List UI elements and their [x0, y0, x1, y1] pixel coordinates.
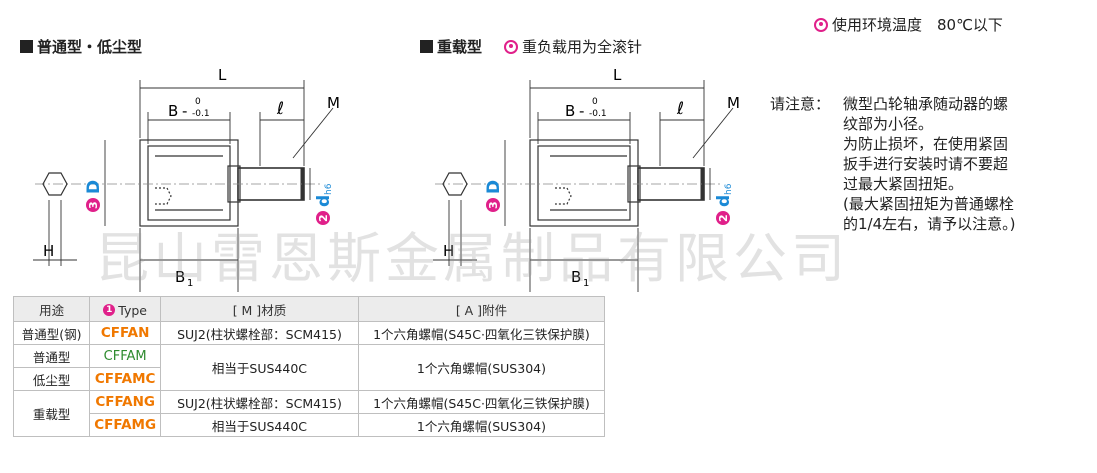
material-cell: 相当于SUS440C — [160, 344, 359, 391]
svg-text:-: - — [182, 102, 187, 120]
heavy-note-text: 重负载用为全滚针 — [522, 38, 643, 56]
header-type: 1 Type — [89, 296, 162, 322]
d-number-badge: 2 — [317, 214, 330, 222]
temperature-note: 使用环境温度 80℃以下 — [814, 14, 1003, 35]
accessory-cell: 1个六角螺帽(SUS304) — [357, 344, 606, 391]
material-cell: 相当于SUS440C — [160, 413, 359, 437]
accessory-cell: 1个六角螺帽(SUS304) — [357, 413, 606, 437]
table-row: 重载型 CFFANG SUJ2(柱状螺栓部：SCM415) 1个六角螺帽(S45… — [12, 390, 606, 437]
dim-d-label: d — [714, 195, 734, 207]
dim-B-upper-tol: 0 — [592, 97, 598, 107]
header-accessory: [ A ]附件 — [357, 296, 606, 322]
dim-B-lower-tol: -0.1 — [589, 109, 607, 119]
usage-cell: 普通型(钢) — [12, 321, 91, 345]
notice-line: (最大紧固扭矩为普通螺栓 — [843, 195, 1014, 213]
dim-d-tolerance: h6 — [324, 183, 334, 195]
standard-section-title: 普通型・低尘型 — [20, 36, 142, 57]
dim-B1-subscript: 1 — [583, 278, 589, 289]
header-usage: 用途 — [12, 296, 91, 322]
table-row: CFFAMG 相当于SUS440C 1个六角螺帽(SUS304) — [14, 413, 606, 437]
dim-d-tolerance: h6 — [724, 183, 734, 195]
hex-socket-icon — [42, 172, 68, 196]
notice-body: 微型凸轮轴承随动器的螺 纹部为小径。 为防止损坏，在使用紧固 扳手进行安装时请不… — [843, 94, 1053, 234]
notice-line: 微型凸轮轴承随动器的螺 — [843, 95, 1009, 113]
dim-M-label: M — [327, 94, 340, 112]
dim-D-label: D — [84, 180, 104, 194]
standard-title-text: 普通型・低尘型 — [37, 38, 143, 56]
notice-line: 扳手进行安装时请不要超 — [843, 155, 1009, 173]
square-bullet-icon — [420, 40, 433, 53]
dim-H-label: H — [43, 242, 54, 260]
dim-H-label: H — [443, 242, 454, 260]
material-cell: SUJ2(柱状螺栓部：SCM415) — [160, 321, 359, 345]
notice-line: 为防止损坏，在使用紧固 — [843, 135, 1009, 153]
dim-L-label: L — [218, 66, 227, 84]
dim-B1-label: B — [571, 268, 581, 286]
svg-text:-: - — [579, 102, 584, 120]
heavy-cam-follower-drawing: L B - 0 -0.1 ℓ M 3 D 2 d h6 H B 1 — [433, 66, 740, 292]
dim-B-upper-tol: 0 — [195, 97, 201, 107]
notice-label: 请注意： — [770, 95, 831, 113]
material-cell: SUJ2(柱状螺栓部：SCM415) — [160, 390, 359, 414]
pin-icon — [814, 17, 828, 32]
dim-D-label: D — [484, 180, 504, 194]
notice-line: 的1/4左右，请予以注意。) — [843, 215, 1016, 233]
type-cell: CFFAM — [89, 344, 162, 368]
dim-B-label: B — [565, 102, 575, 120]
pin-icon — [504, 39, 519, 54]
usage-cell: 重载型 — [12, 390, 91, 437]
dim-ell-label: ℓ — [276, 99, 284, 119]
dim-ell-label: ℓ — [676, 99, 684, 119]
dim-d-label: d — [314, 195, 334, 207]
notice-line: 过最大紧固扭矩。 — [843, 175, 964, 193]
d-number-badge: 2 — [717, 214, 730, 222]
dim-B1-label: B — [175, 268, 185, 286]
standard-cam-follower-drawing: L B - 0 -0.1 ℓ M 3 D 2 d h6 H B 1 — [33, 66, 340, 292]
type-cell: CFFAMG — [89, 413, 162, 437]
table-row: 普通型(钢) CFFAN SUJ2(柱状螺栓部：SCM415) 1个六角螺帽(S… — [12, 321, 606, 345]
type-cell: CFFAN — [89, 321, 162, 345]
type-cell: CFFAMC — [89, 367, 162, 391]
header-material: [ M ]材质 — [160, 296, 359, 322]
dim-B-lower-tol: -0.1 — [192, 109, 210, 119]
spec-table: 用途 1 Type [ M ]材质 [ A ]附件 普通型(钢) CFFAN S… — [12, 296, 606, 437]
dim-B-label: B — [168, 102, 178, 120]
dim-M-label: M — [727, 94, 740, 112]
table-header-row: 用途 1 Type [ M ]材质 [ A ]附件 — [12, 296, 606, 322]
square-bullet-icon — [20, 40, 33, 53]
header-type-text: Type — [118, 302, 147, 318]
accessory-cell: 1个六角螺帽(S45C·四氧化三铁保护膜) — [357, 321, 606, 345]
heavy-section-title: 重载型 重负载用为全滚针 — [420, 36, 642, 57]
table-row: 普通型 CFFAM 相当于SUS440C 1个六角螺帽(SUS304) — [12, 344, 606, 391]
type-number-badge: 1 — [103, 304, 116, 317]
dim-B1-subscript: 1 — [187, 278, 193, 289]
table-row: 低尘型 CFFAMC — [12, 367, 605, 391]
temperature-text: 使用环境温度 80℃以下 — [832, 16, 1003, 34]
usage-cell: 低尘型 — [12, 367, 91, 391]
notice-line: 纹部为小径。 — [843, 115, 934, 133]
type-cell: CFFANG — [89, 390, 162, 414]
accessory-cell: 1个六角螺帽(S45C·四氧化三铁保护膜) — [357, 390, 606, 414]
D-number-badge: 3 — [87, 201, 100, 209]
usage-cell: 普通型 — [12, 344, 91, 368]
hex-socket-icon — [442, 172, 468, 196]
dim-L-label: L — [613, 66, 622, 84]
heavy-title-text: 重载型 — [437, 38, 483, 56]
D-number-badge: 3 — [487, 201, 500, 209]
